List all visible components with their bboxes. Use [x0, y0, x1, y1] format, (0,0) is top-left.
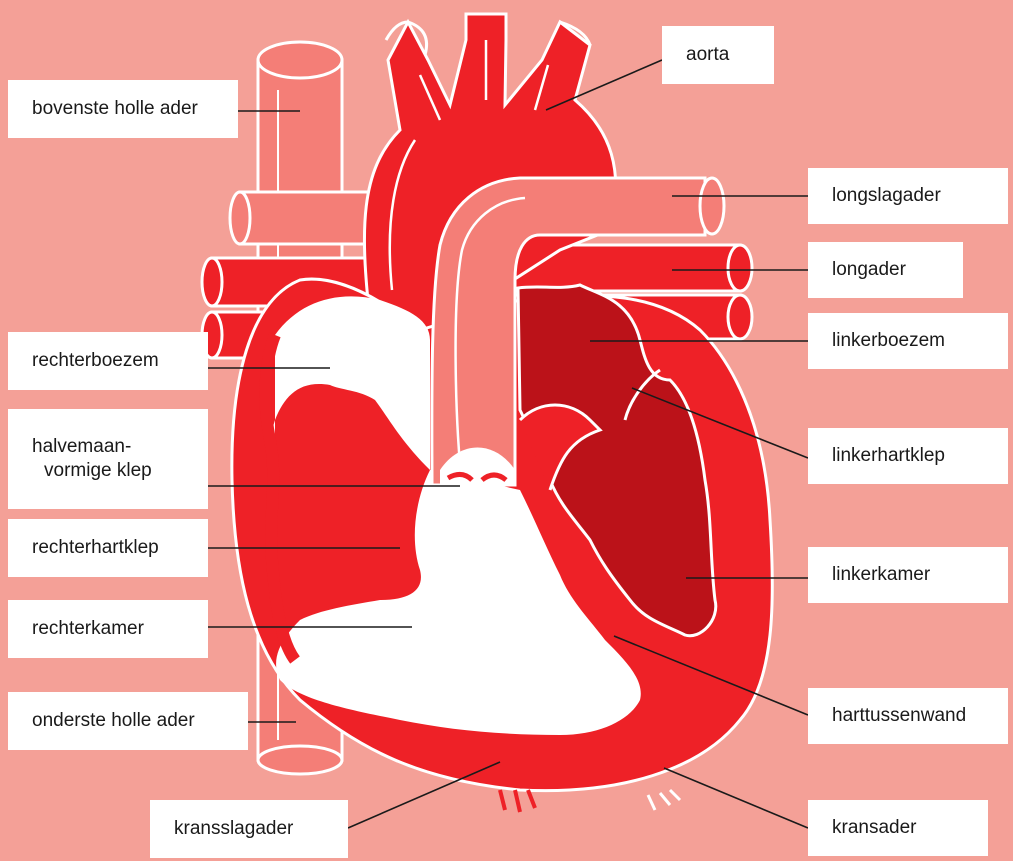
leader-coronary-vein	[664, 768, 808, 828]
label-inferior-vena-cava: onderste holle ader	[8, 692, 248, 750]
label-semilunar-valve: halvemaan- vormige klep	[8, 409, 208, 509]
label-right-av-valve: rechterhartklep	[8, 519, 208, 577]
label-pulmonary-artery: longslagader	[808, 168, 1008, 224]
label-right-ventricle: rechterkamer	[8, 600, 208, 658]
label-left-atrium: linkerboezem	[808, 313, 1008, 369]
label-pulmonary-vein: longader	[808, 242, 963, 298]
label-right-atrium: rechterboezem	[8, 332, 208, 390]
label-superior-vena-cava: bovenste holle ader	[8, 80, 238, 138]
label-coronary-artery: kransslagader	[150, 800, 348, 858]
label-septum: harttussenwand	[808, 688, 1008, 744]
coronary-vessels	[500, 790, 680, 812]
label-aorta: aorta	[662, 26, 774, 84]
label-left-ventricle: linkerkamer	[808, 547, 1008, 603]
label-coronary-vein: kransader	[808, 800, 988, 856]
label-left-av-valve: linkerhartklep	[808, 428, 1008, 484]
